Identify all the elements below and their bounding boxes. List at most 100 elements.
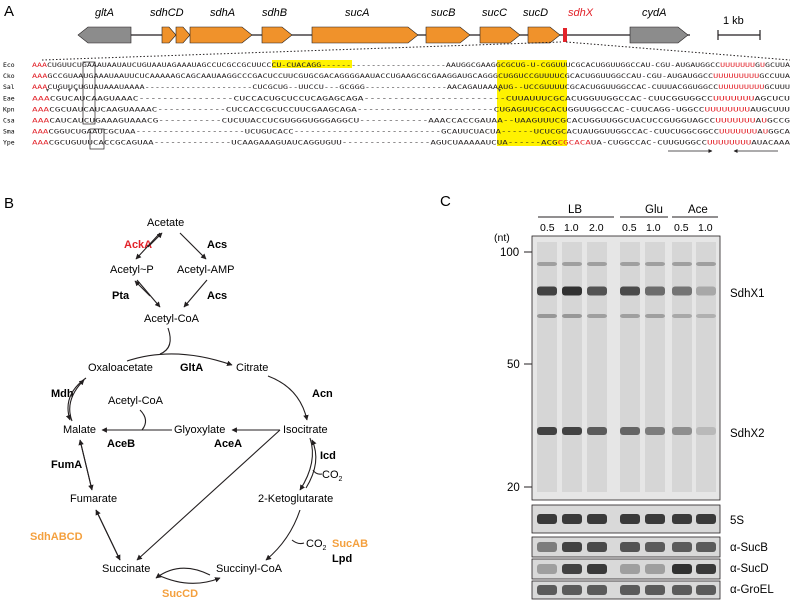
- control-band: [672, 514, 692, 524]
- alignment-species-kpn: Kpn: [3, 105, 15, 113]
- control-band: [620, 564, 640, 574]
- control-band: [696, 514, 716, 524]
- gene-glta-arrow: [77, 26, 132, 44]
- lane-label-1: 0.5: [540, 222, 555, 234]
- metabolite-succinyl-coa: Succinyl-CoA: [216, 563, 283, 575]
- alignment-species-cko: Cko: [3, 72, 15, 80]
- band-sdhx1: [562, 286, 582, 296]
- condition-ace: Ace: [688, 204, 708, 216]
- control-band: [645, 564, 665, 574]
- control-band: [696, 542, 716, 552]
- zoom-line-right: [565, 41, 791, 61]
- lane-label-2: 1.0: [564, 222, 579, 234]
- panel-b-label: B: [4, 195, 14, 212]
- alignment-species-eae: Eae: [3, 94, 15, 102]
- metabolite-2-ketoglutarate: 2-Ketoglutarate: [258, 493, 333, 505]
- band-label-sdhx2: SdhX2: [730, 428, 765, 440]
- control-band: [696, 585, 716, 595]
- control-band: [537, 564, 557, 574]
- control-band: [645, 514, 665, 524]
- band-sdhx2: [562, 427, 582, 435]
- band-sdhx1: [620, 286, 640, 296]
- lane-label-7: 1.0: [698, 222, 713, 234]
- band-label-sdhx1: SdhX1: [730, 288, 765, 300]
- enzyme-sucab: SucAB: [332, 538, 368, 550]
- enzyme-acea: AceA: [214, 438, 242, 450]
- size-markers: 100 50 20: [500, 247, 532, 494]
- control-label-groel: α-GroEL: [730, 584, 774, 596]
- enzyme-acn: Acn: [312, 388, 333, 400]
- alignment-species-eco: Eco: [3, 61, 15, 69]
- pathway-enzymes: AckA Acs Pta Acs GltA Mdh Acn AceB AceA …: [30, 239, 368, 600]
- alignment-species-sal: Sal: [3, 83, 15, 91]
- zoom-line-left: [41, 41, 562, 61]
- band-faint: [562, 262, 582, 266]
- gene-label-suca: sucA: [345, 7, 369, 19]
- band-sdhx1: [672, 286, 692, 296]
- band-faint: [537, 262, 557, 266]
- metabolite-oxaloacetate: Oxaloacetate: [88, 362, 153, 374]
- band-faint: [672, 314, 692, 318]
- gene-sdhcd-arrow: [161, 26, 177, 44]
- pathway-metabolites: Acetate Acetyl~P Acetyl-AMP Acetyl-CoA C…: [63, 217, 343, 575]
- lane-label-6: 0.5: [674, 222, 689, 234]
- band-sdhx2: [672, 427, 692, 435]
- metabolite-acetyl-coa: Acetyl-CoA: [144, 313, 200, 325]
- control-blots: [531, 504, 721, 600]
- control-band: [672, 585, 692, 595]
- lane-smear: [672, 242, 692, 492]
- panel-c-label: C: [440, 193, 451, 210]
- band-faint: [645, 262, 665, 266]
- enzyme-glta: GltA: [180, 362, 203, 374]
- metabolite-glyoxylate: Glyoxylate: [174, 424, 225, 436]
- scale-bar: 1 kb: [717, 15, 761, 40]
- enzyme-mdh: Mdh: [51, 388, 74, 400]
- enzyme-sdhabcd: SdhABCD: [30, 531, 83, 543]
- enzyme-fuma: FumA: [51, 459, 82, 471]
- band-sdhx2: [537, 427, 557, 435]
- band-sdhx1: [587, 286, 607, 296]
- control-label-sucb: α-SucB: [730, 542, 768, 554]
- band-sdhx2: [620, 427, 640, 435]
- band-sdhx2: [645, 427, 665, 435]
- band-faint: [620, 262, 640, 266]
- gene-label-cyda: cydA: [642, 7, 666, 19]
- enzyme-sucd: SucCD: [162, 588, 198, 600]
- lane-smear: [645, 242, 665, 492]
- gene-label-sdhx: sdhX: [568, 7, 594, 19]
- control-band: [672, 542, 692, 552]
- control-band: [696, 564, 716, 574]
- northern-blot-bands: [537, 242, 716, 492]
- control-band: [562, 514, 582, 524]
- alignment-species-sma: Sma: [3, 128, 15, 136]
- gene-sdhcd-arrow: [175, 26, 191, 44]
- enzyme-lpd: Lpd: [332, 553, 352, 565]
- enzyme-acka: AckA: [124, 239, 152, 251]
- alignment-box-top: [82, 61, 96, 125]
- enzyme-icd: Icd: [320, 450, 336, 462]
- control-band: [537, 514, 557, 524]
- enzyme-acs-2: Acs: [207, 290, 227, 302]
- control-band: [587, 514, 607, 524]
- gene-cyda-arrow: [629, 26, 689, 44]
- gene-label-glta: gltA: [95, 7, 114, 19]
- gene-label-sucb: sucB: [431, 7, 455, 19]
- marker-100: 100: [500, 247, 519, 259]
- size-unit: (nt): [494, 232, 510, 244]
- band-sdhx2: [696, 427, 716, 435]
- metabolite-co2-b: CO2: [306, 538, 327, 552]
- scale-bar-label: 1 kb: [723, 15, 744, 27]
- metabolite-malate: Malate: [63, 424, 96, 436]
- control-label-5s: 5S: [730, 515, 744, 527]
- alignment-species-csa: Csa: [3, 117, 15, 125]
- panel-a-label: A: [4, 3, 14, 20]
- control-band: [620, 542, 640, 552]
- lane-label-4: 0.5: [622, 222, 637, 234]
